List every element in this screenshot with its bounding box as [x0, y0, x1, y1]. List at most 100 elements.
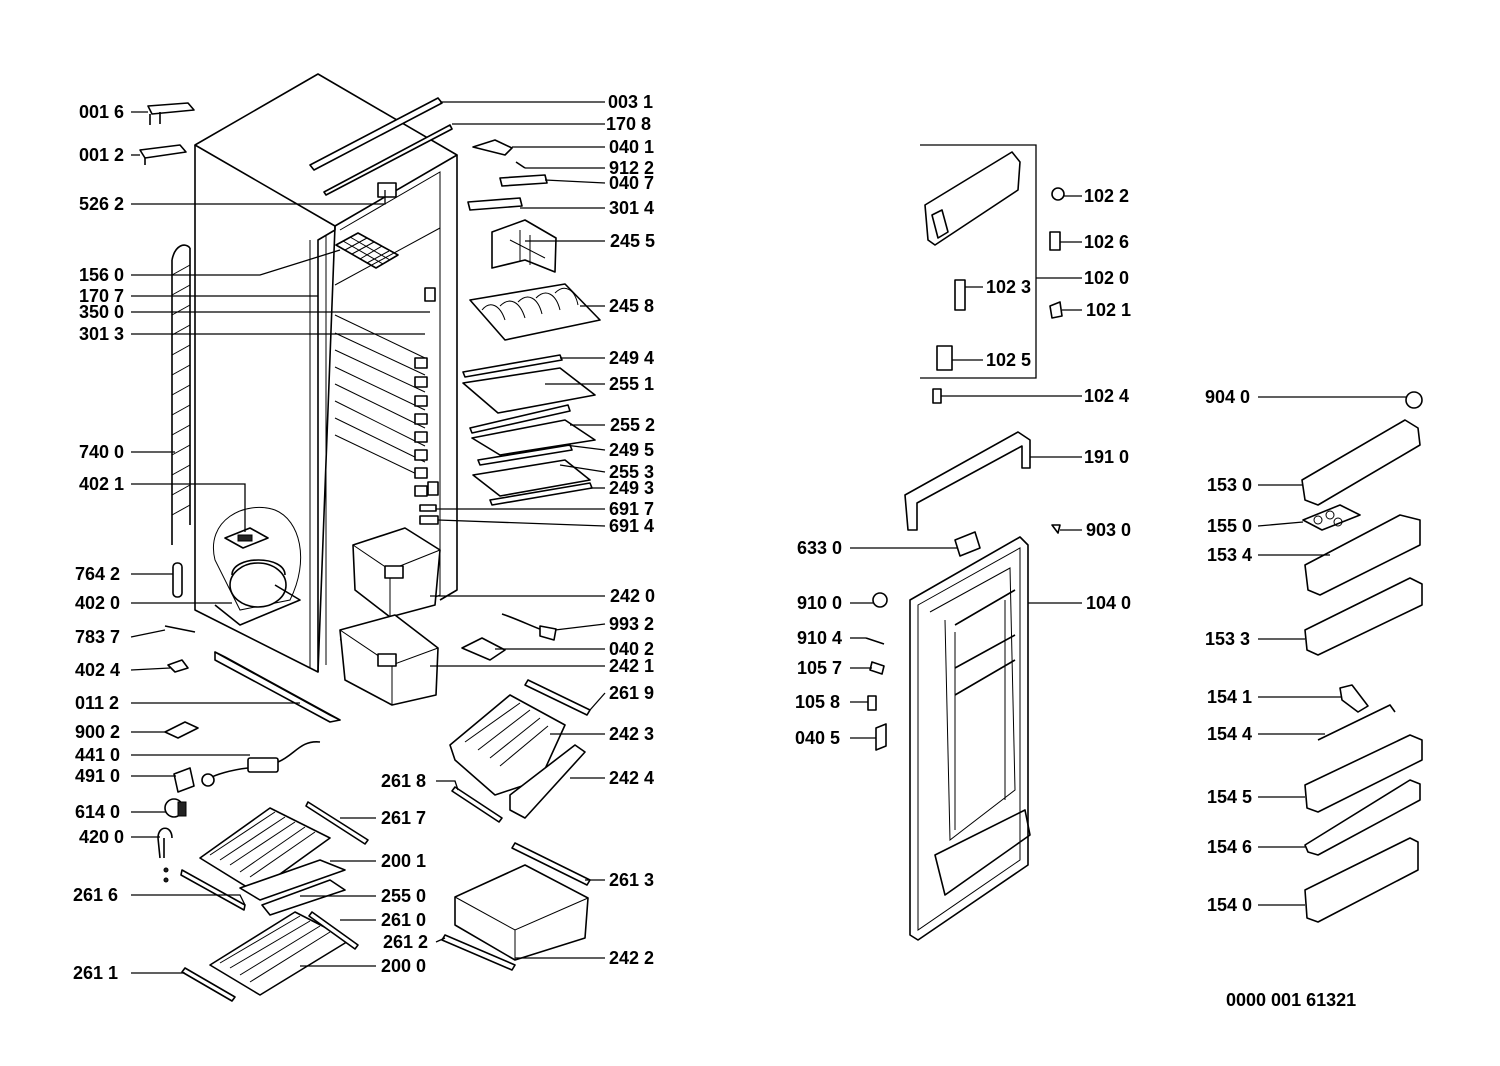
- label-7400: 740 0: [79, 442, 124, 462]
- label-3500: 350 0: [79, 302, 124, 322]
- label-2493: 249 3: [609, 478, 654, 498]
- wire-shelf: [469, 283, 601, 341]
- label-2553: 255 3: [609, 462, 654, 482]
- label-2612: 261 2: [383, 932, 428, 952]
- label-1550: 155 0: [1207, 516, 1252, 536]
- condenser: [171, 244, 191, 545]
- label-1026: 102 6: [1084, 232, 1129, 252]
- label-1541: 154 1: [1207, 687, 1252, 707]
- label-1545: 154 5: [1207, 787, 1252, 807]
- document-code: 0000 001 61321: [1226, 990, 1356, 1010]
- egg-tray: [1302, 504, 1361, 531]
- label-1530: 153 0: [1207, 475, 1252, 495]
- label-4200: 420 0: [79, 827, 124, 847]
- label-6917: 691 7: [609, 499, 654, 519]
- label-1023: 102 3: [986, 277, 1031, 297]
- label-2001: 200 1: [381, 851, 426, 871]
- bin-upper: [1304, 514, 1421, 596]
- label-0012: 001 2: [79, 145, 124, 165]
- label-0031: 003 1: [608, 92, 653, 112]
- label-4410: 441 0: [75, 745, 120, 765]
- drawer-upper: [352, 527, 441, 618]
- label-2424: 242 4: [609, 768, 654, 788]
- bin-154-6: [1304, 779, 1421, 856]
- door-bracket-box: [920, 144, 1037, 379]
- label-2552: 255 2: [610, 415, 655, 435]
- label-2455: 245 5: [610, 231, 655, 251]
- label-5262: 526 2: [79, 194, 124, 214]
- label-3014: 301 4: [609, 198, 654, 218]
- label-1533: 153 3: [1205, 629, 1250, 649]
- label-1022: 102 2: [1084, 186, 1129, 206]
- label-1024: 102 4: [1084, 386, 1129, 406]
- compressor: [212, 506, 302, 626]
- label-4021: 402 1: [79, 474, 124, 494]
- label-0407: 040 7: [609, 173, 654, 193]
- label-1560: 156 0: [79, 265, 124, 285]
- label-2495: 249 5: [609, 440, 654, 460]
- drawer-lower: [339, 614, 439, 706]
- label-0402: 040 2: [609, 639, 654, 659]
- label-4024: 402 4: [75, 660, 120, 680]
- label-2422: 242 2: [609, 948, 654, 968]
- label-0401: 040 1: [609, 137, 654, 157]
- label-2618: 261 8: [381, 771, 426, 791]
- label-2000: 200 0: [381, 956, 426, 976]
- hinge-top: [147, 102, 195, 125]
- evaporator-grid: [335, 232, 399, 269]
- bin-mid: [1304, 577, 1423, 656]
- label-1040: 104 0: [1086, 593, 1131, 613]
- cabinet-body: [171, 73, 458, 673]
- leader-lines: [130, 101, 1406, 974]
- label-1540: 154 0: [1207, 895, 1252, 915]
- label-4910: 491 0: [75, 766, 120, 786]
- part-labels: 001 6 001 2 526 2 156 0 170 7 350 0 301 …: [73, 92, 1356, 1010]
- label-1058: 105 8: [795, 692, 840, 712]
- label-6914: 691 4: [609, 516, 654, 536]
- label-9100: 910 0: [797, 593, 842, 613]
- label-2617: 261 7: [381, 808, 426, 828]
- label-0112: 011 2: [75, 693, 119, 713]
- label-0405: 040 5: [795, 728, 840, 748]
- label-9040: 904 0: [1205, 387, 1250, 407]
- label-2420: 242 0: [610, 586, 655, 606]
- label-2458: 245 8: [609, 296, 654, 316]
- label-9030: 903 0: [1086, 520, 1131, 540]
- label-1910: 191 0: [1084, 447, 1129, 467]
- label-1020: 102 0: [1084, 268, 1129, 288]
- drawer-lower-box: [454, 864, 589, 961]
- label-2613: 261 3: [609, 870, 654, 890]
- label-1025: 102 5: [986, 350, 1031, 370]
- label-3013: 301 3: [79, 324, 124, 344]
- label-2610: 261 0: [381, 910, 426, 930]
- label-2550: 255 0: [381, 886, 426, 906]
- label-2619: 261 9: [609, 683, 654, 703]
- door-panel: [909, 536, 1031, 941]
- label-2551: 255 1: [609, 374, 654, 394]
- label-9122: 912 2: [609, 158, 654, 178]
- label-1707: 170 7: [79, 286, 124, 306]
- label-6140: 614 0: [75, 802, 120, 822]
- label-1534: 153 4: [1207, 545, 1252, 565]
- label-1546: 154 6: [1207, 837, 1252, 857]
- bin-154-0: [1304, 837, 1419, 923]
- label-9002: 900 2: [75, 722, 120, 742]
- label-4020: 402 0: [75, 593, 120, 613]
- label-0016: 001 6: [79, 102, 124, 122]
- label-6330: 633 0: [797, 538, 842, 558]
- label-2494: 249 4: [609, 348, 654, 368]
- label-1057: 105 7: [797, 658, 842, 678]
- label-2616: 261 6: [73, 885, 118, 905]
- label-2423: 242 3: [609, 724, 654, 744]
- rack-upper: [199, 807, 331, 893]
- dairy-cover: [1301, 419, 1421, 506]
- label-2421: 242 1: [609, 656, 654, 676]
- label-7642: 764 2: [75, 564, 120, 584]
- label-9104: 910 4: [797, 628, 842, 648]
- label-7837: 783 7: [75, 627, 120, 647]
- label-9932: 993 2: [609, 614, 654, 634]
- label-1708: 170 8: [606, 114, 651, 134]
- label-1021: 102 1: [1086, 300, 1131, 320]
- bin-154-5: [1304, 734, 1423, 813]
